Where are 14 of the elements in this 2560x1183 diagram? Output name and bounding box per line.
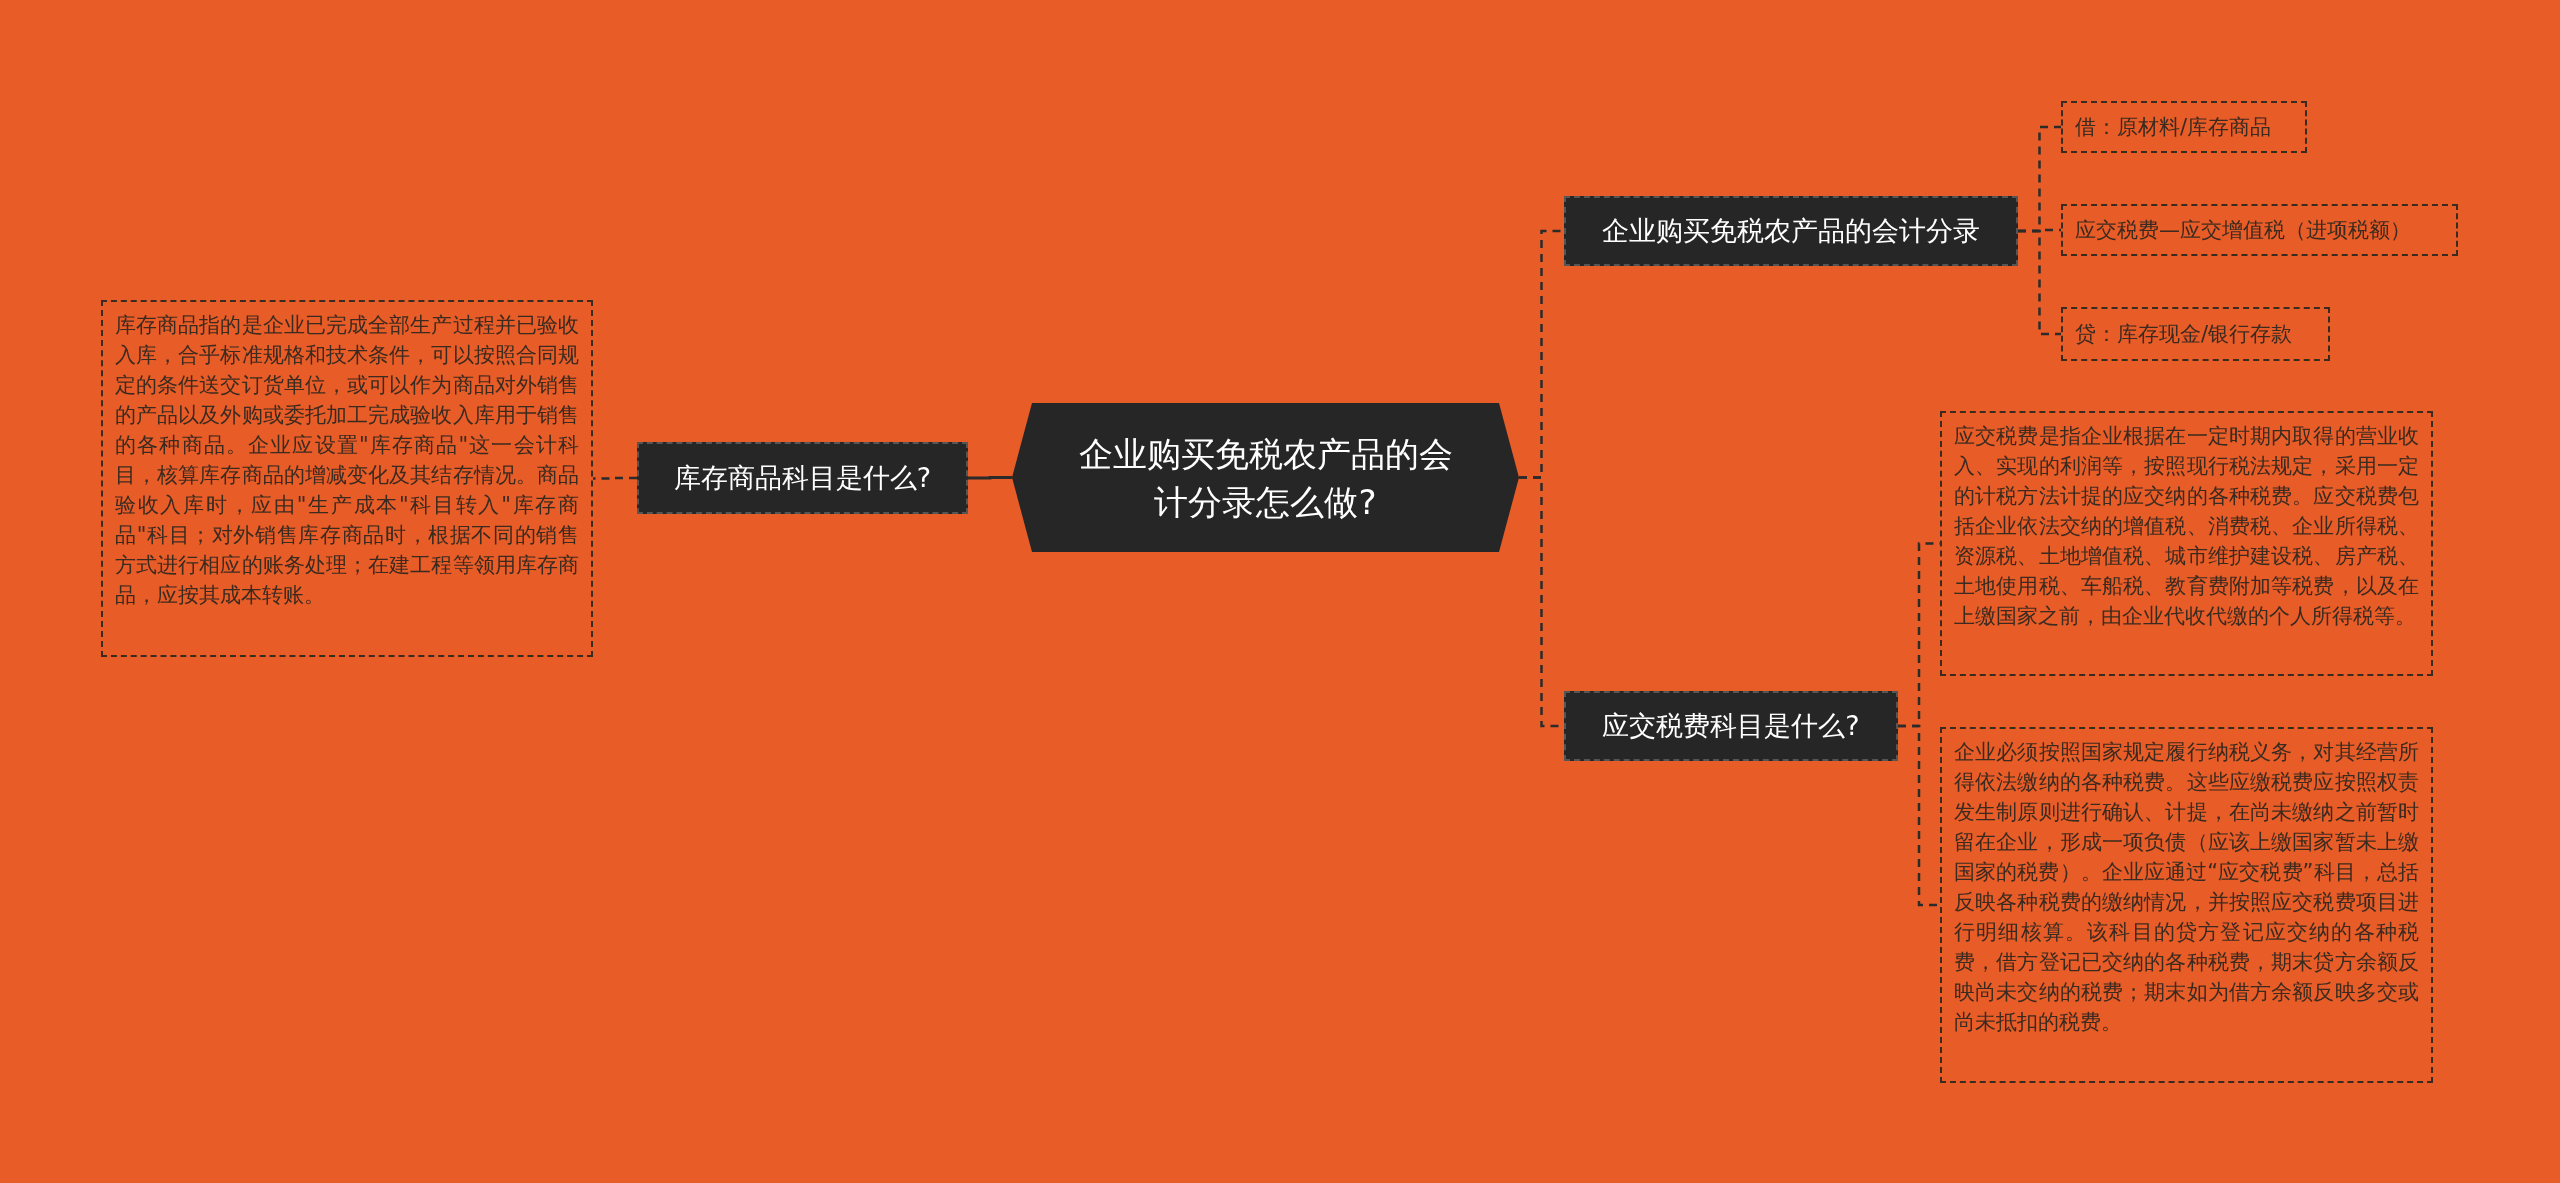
connector-line (968, 476, 1012, 480)
topic-box: 应交税费科目是什么? (1564, 691, 1898, 761)
leaf-box: 贷：库存现金/银行存款 (2061, 307, 2330, 361)
connector-line (1898, 724, 1940, 907)
leaf-box: 借：原材料/库存商品 (2061, 101, 2307, 153)
connector-line (2018, 229, 2061, 336)
topic-box: 库存商品科目是什么? (637, 442, 968, 514)
leaf-box: 应交税费—应交增值税（进项税额） (2061, 204, 2458, 256)
topic-box: 企业购买免税农产品的会计分录 (1564, 196, 2018, 266)
text-box: 企业必须按照国家规定履行纳税义务，对其经营所得依法缴纳的各种税费。这些应缴税费应按照权责发生制原则进行确认、计提，在尚未缴纳之前暂时留在企业，形成一项负债（应该上缴国家暂未上缴国家的税费）。企业应通过“应交税费”科目，总括反映各种税费的缴纳情况，并按照应交税费项目进行明细核算。该科目的贷方登记应交纳的各种税费，借方登记已交纳的各种税费，期末贷方余额反映尚未交纳的税费；期末如为借方余额反映多交或尚未抵扣的税费。 (1940, 727, 2433, 1083)
text-box: 应交税费是指企业根据在一定时期内取得的营业收入、实现的利润等，按照现行税法规定，采用一定的计税方法计提的应交纳的各种税费。应交税费包括企业依法交纳的增值税、消费税、企业所得税、资源税、土地增值税、城市维护建设税、房产税、土地使用税、车船税、教育费附加等税费，以及在上缴国家之前，由企业代收代缴的个人所得税等。 (1940, 411, 2433, 676)
text-box: 库存商品指的是企业已完成全部生产过程并已验收入库，合乎标准规格和技术条件，可以按照合同规定的条件送交订货单位，或可以作为商品对外销售的产品以及外购或委托加工完成验收入库用于销售的各种商品。企业应设置"库存商品"这一会计科目，核算库存商品的增减变化及其结存情况。商品验收入库时，应由"生产成本"科目转入"库存商品"科目；对外销售库存商品时，根据不同的销售方式进行相应的账务处理；在建工程等领用库存商品，应按其成本转账。 (101, 300, 593, 657)
hexagon-node: 企业购买免税农产品的会计分录怎么做? (1012, 403, 1519, 552)
connector-line (593, 476, 637, 480)
